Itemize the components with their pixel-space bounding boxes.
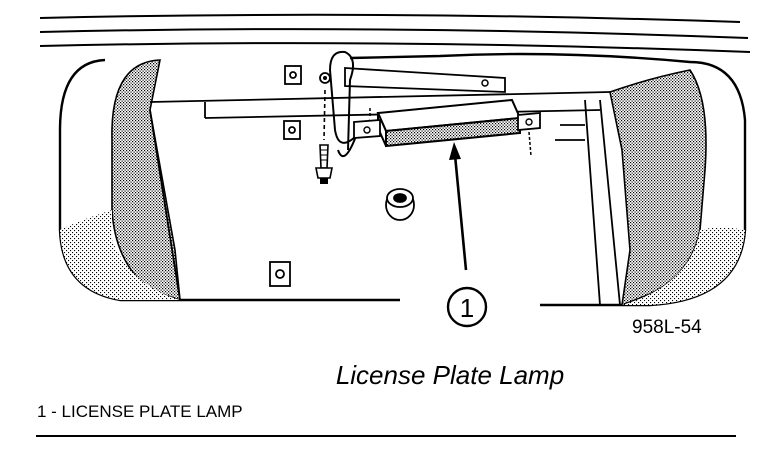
license-plate-lamp (353, 98, 541, 157)
legend-item-1: 1 - LICENSE PLATE LAMP (37, 402, 243, 421)
bottom-rule (36, 435, 736, 437)
mounting-bracket (344, 67, 506, 93)
left-wall-lower-shade (60, 210, 180, 300)
right-wall-lower-shade (622, 227, 745, 305)
grommet (385, 188, 415, 221)
callout-number: 1 (460, 293, 474, 323)
callout-1: 1 (446, 286, 488, 328)
trunk-lid-edge (39, 13, 751, 53)
bracket-hole (481, 79, 489, 87)
callout-leader (449, 142, 468, 271)
figure-id: 958L-54 (632, 317, 702, 338)
figure-caption: License Plate Lamp (335, 360, 565, 390)
mounting-holes (269, 65, 302, 287)
mounting-screw (315, 72, 333, 184)
